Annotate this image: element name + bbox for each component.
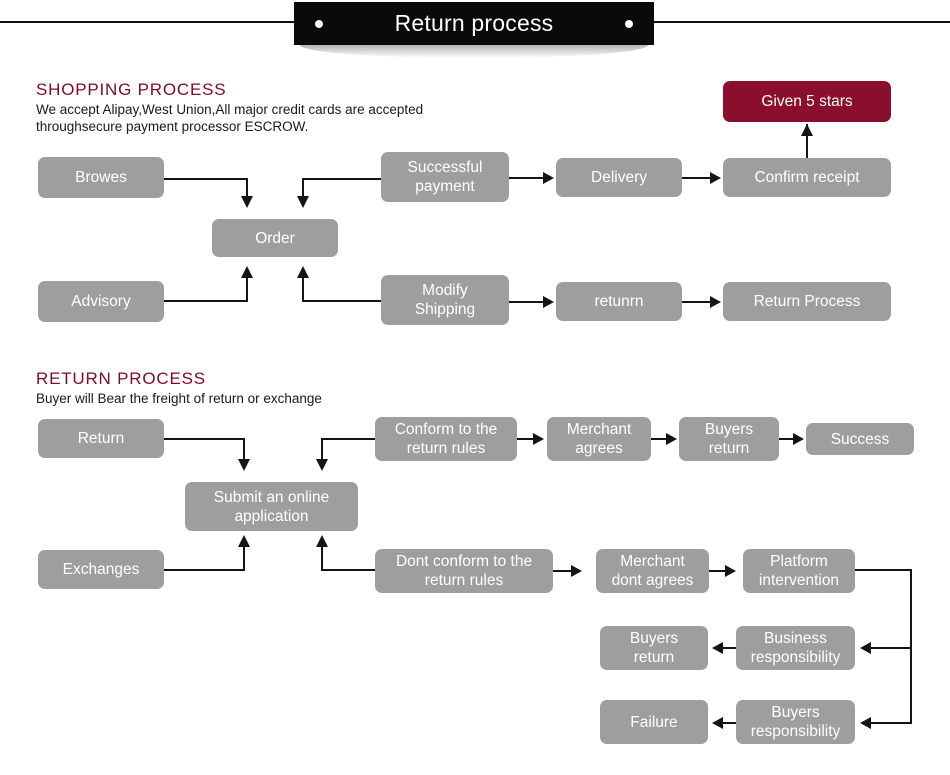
connector-dont-conform-to-merchant-dont-agrees <box>553 570 573 572</box>
node-failure[interactable]: Failure <box>600 700 708 744</box>
connector-bus-to-business-responsibility <box>870 647 912 649</box>
connector-modify-to-order-v <box>302 278 304 302</box>
connector-platform-bus-top <box>855 569 912 571</box>
node-exchanges[interactable]: Exchanges <box>38 550 164 589</box>
arrowhead-payment-to-order <box>297 196 309 208</box>
connector-conform-to-submit-h <box>321 438 377 440</box>
banner-dot-left-icon <box>315 20 323 28</box>
header-banner: Return process <box>294 2 654 45</box>
connector-dont-conform-to-submit-h <box>321 569 377 571</box>
connector-platform-bus-vertical <box>910 569 912 723</box>
connector-merchant-agrees-to-buyers-return <box>651 438 668 440</box>
node-browes[interactable]: Browes <box>38 157 164 198</box>
arrowhead-bus-to-buyers-responsibility <box>860 717 871 729</box>
connector-buyers-responsibility-to-failure <box>722 722 736 724</box>
page-title: Return process <box>394 10 554 36</box>
connector-exchanges-to-submit-h <box>164 569 245 571</box>
connector-browes-to-order-h <box>164 178 248 180</box>
node-dont-conform-to-return-rules[interactable]: Dont conform to the return rules <box>375 549 553 593</box>
connector-buyers-return-to-success <box>779 438 795 440</box>
node-given-5-stars[interactable]: Given 5 stars <box>723 81 891 122</box>
node-conform-to-return-rules[interactable]: Conform to the return rules <box>375 417 517 461</box>
node-advisory[interactable]: Advisory <box>38 281 164 322</box>
connector-payment-to-delivery <box>509 177 545 179</box>
arrowhead-browes-to-order <box>241 196 253 208</box>
connector-bus-to-buyers-responsibility <box>870 722 912 724</box>
connector-business-responsibility-to-buyers-return <box>722 647 736 649</box>
connector-dont-conform-to-submit-v <box>321 547 323 571</box>
node-successful-payment[interactable]: Successful payment <box>381 152 509 202</box>
arrowhead-dont-conform-to-merchant-dont-agrees <box>571 565 582 577</box>
arrowhead-bus-to-business-responsibility <box>860 642 871 654</box>
node-merchant-dont-agrees[interactable]: Merchant dont agrees <box>596 549 709 593</box>
connector-retunrn-to-return-process <box>682 301 711 303</box>
arrowhead-advisory-to-order <box>241 266 253 278</box>
connector-browes-to-order-v <box>246 178 248 199</box>
node-delivery[interactable]: Delivery <box>556 158 682 197</box>
arrowhead-business-responsibility-to-buyers-return <box>712 642 723 654</box>
arrowhead-payment-to-delivery <box>543 172 554 184</box>
node-buyers-return-top[interactable]: Buyers return <box>679 417 779 461</box>
shopping-process-heading: SHOPPING PROCESS <box>36 80 227 99</box>
arrowhead-dont-conform-to-submit <box>316 535 328 547</box>
arrowhead-buyers-responsibility-to-failure <box>712 717 723 729</box>
connector-advisory-to-order-v <box>246 278 248 302</box>
banner-shadow <box>300 45 648 58</box>
arrowhead-merchant-dont-agrees-to-platform <box>725 565 736 577</box>
node-buyers-responsibility[interactable]: Buyers responsibility <box>736 700 855 744</box>
connector-modify-to-retunrn <box>509 301 545 303</box>
node-confirm-receipt[interactable]: Confirm receipt <box>723 158 891 197</box>
arrowhead-modify-to-retunrn <box>543 296 554 308</box>
connector-return-to-submit-h <box>164 438 245 440</box>
arrowhead-conform-to-submit <box>316 459 328 471</box>
node-return[interactable]: Return <box>38 419 164 458</box>
connector-conform-to-merchant-agrees <box>517 438 535 440</box>
connector-payment-to-order-h <box>302 178 383 180</box>
arrowhead-return-to-submit <box>238 459 250 471</box>
node-order[interactable]: Order <box>212 219 338 257</box>
node-business-responsibility[interactable]: Business responsibility <box>736 626 855 670</box>
arrowhead-exchanges-to-submit <box>238 535 250 547</box>
arrowhead-modify-to-order <box>297 266 309 278</box>
connector-conform-to-submit-v <box>321 438 323 462</box>
connector-return-to-submit-v <box>243 438 245 462</box>
shopping-process-description: We accept Alipay,West Union,All major cr… <box>36 102 424 134</box>
arrowhead-buyers-return-to-success <box>793 433 804 445</box>
return-process-heading: RETURN PROCESS <box>36 369 206 388</box>
arrowhead-retunrn-to-return-process <box>710 296 721 308</box>
arrowhead-merchant-agrees-to-buyers-return <box>666 433 677 445</box>
connector-payment-to-order-v <box>302 178 304 199</box>
connector-advisory-to-order-h <box>164 300 248 302</box>
connector-confirm-to-stars <box>806 124 808 158</box>
connector-modify-to-order-h <box>302 300 383 302</box>
node-platform-intervention[interactable]: Platform intervention <box>743 549 855 593</box>
node-return-process[interactable]: Return Process <box>723 282 891 321</box>
node-modify-shipping[interactable]: Modify Shipping <box>381 275 509 325</box>
connector-delivery-to-confirm <box>682 177 711 179</box>
connector-merchant-dont-agrees-to-platform <box>709 570 727 572</box>
node-submit-online-application[interactable]: Submit an online application <box>185 482 358 531</box>
node-success[interactable]: Success <box>806 423 914 455</box>
connector-exchanges-to-submit-v <box>243 547 245 571</box>
node-retunrn[interactable]: retunrn <box>556 282 682 321</box>
arrowhead-delivery-to-confirm <box>710 172 721 184</box>
return-process-description: Buyer will Bear the freight of return or… <box>36 391 322 406</box>
arrowhead-conform-to-merchant-agrees <box>533 433 544 445</box>
arrowhead-confirm-to-stars <box>801 124 813 136</box>
node-buyers-return-mid[interactable]: Buyers return <box>600 626 708 670</box>
node-merchant-agrees[interactable]: Merchant agrees <box>547 417 651 461</box>
banner-dot-right-icon <box>625 20 633 28</box>
